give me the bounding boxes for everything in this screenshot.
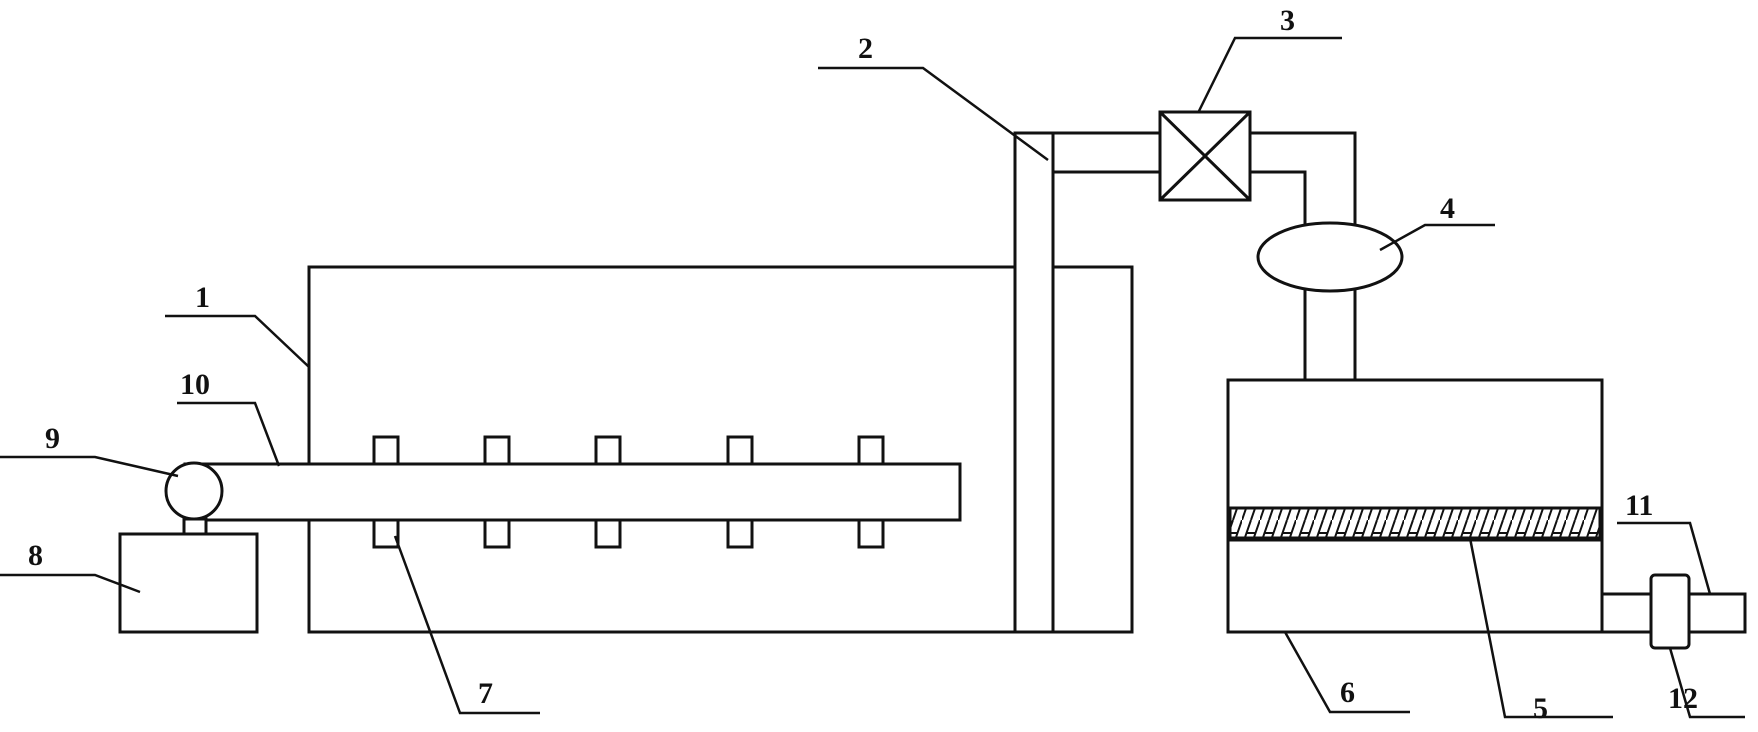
leader-lines (0, 36, 1745, 719)
leader-7 (393, 535, 540, 715)
callout-label-6: 6 (1340, 676, 1355, 709)
leader-5 (1468, 537, 1613, 719)
block (857, 435, 885, 466)
callout-label-11: 11 (1625, 489, 1653, 522)
leader-4 (1379, 223, 1495, 252)
block (372, 435, 400, 466)
block (857, 518, 885, 549)
block (594, 518, 622, 549)
roller-stand (182, 517, 208, 536)
leader-8 (0, 573, 141, 594)
filter-layer (1228, 506, 1602, 540)
callout-label-9: 9 (45, 422, 60, 455)
callout-label-8: 8 (28, 539, 43, 572)
filter-tank (1226, 378, 1604, 634)
block (483, 518, 511, 549)
callout-label-7: 7 (478, 677, 493, 710)
main-chamber (307, 265, 1134, 634)
leader-1 (165, 314, 310, 368)
outlet-valve (1649, 573, 1691, 650)
callout-label-1: 1 (195, 281, 210, 314)
block (726, 518, 754, 549)
upper-duct (1015, 131, 1160, 632)
callout-label-4: 4 (1440, 192, 1455, 225)
callout-label-10: 10 (180, 368, 210, 401)
leader-6 (1283, 631, 1410, 714)
leader-2 (818, 66, 1049, 162)
leader-12 (1668, 647, 1745, 719)
leader-3 (1196, 36, 1342, 114)
callout-label-2: 2 (858, 32, 873, 65)
block (372, 518, 400, 549)
drive-roller (164, 461, 224, 521)
conveyor-blocks (372, 435, 885, 549)
block (483, 435, 511, 466)
callout-label-5: 5 (1533, 692, 1548, 725)
leader-11 (1617, 521, 1712, 595)
callout-labels: 1 2 3 4 5 6 7 8 9 10 11 12 (28, 4, 1698, 725)
motor-box (118, 532, 259, 634)
fan-unit (1256, 221, 1404, 293)
conveyor-rail (183, 462, 962, 522)
callout-label-12: 12 (1668, 682, 1698, 715)
leader-10 (177, 401, 281, 467)
duct-inner-panel (1013, 131, 1055, 634)
block (726, 435, 754, 466)
right-pipe (1250, 131, 1357, 380)
block (594, 435, 622, 466)
callout-label-3: 3 (1280, 4, 1295, 37)
valve-cross (1158, 110, 1252, 202)
leader-9 (0, 455, 179, 478)
